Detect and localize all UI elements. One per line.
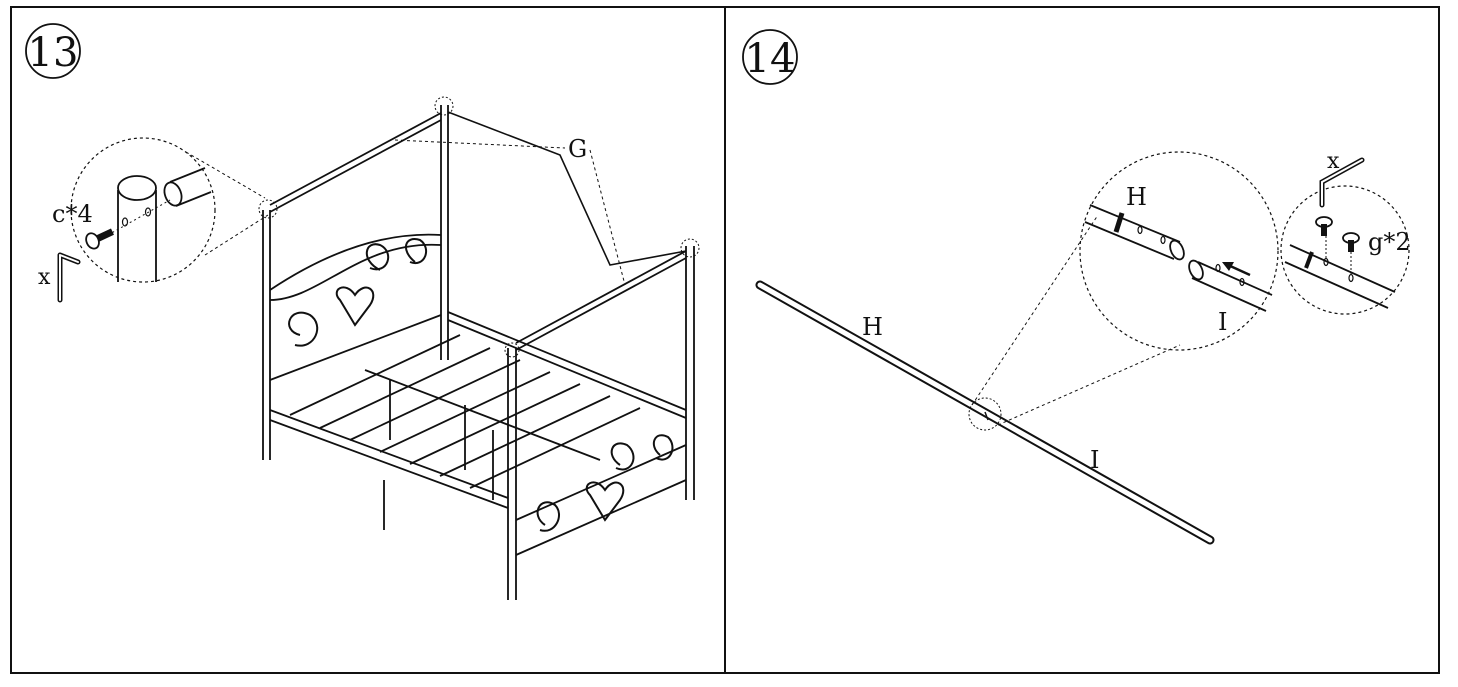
step-13-panel: 13 c*4 x [25,23,700,600]
bed-frame [262,105,695,600]
step-13-detail [70,137,216,283]
step-13-part-g: G [568,135,587,163]
step-13-number: 13 [28,30,79,76]
step-13-tool: x [38,265,51,290]
panel-divider [724,6,726,674]
step-13-screw-qty: c*4 [52,200,93,228]
headboard-scrolls [288,238,428,347]
footboard-scrolls [536,434,674,532]
step-13-number-circle [25,23,81,79]
